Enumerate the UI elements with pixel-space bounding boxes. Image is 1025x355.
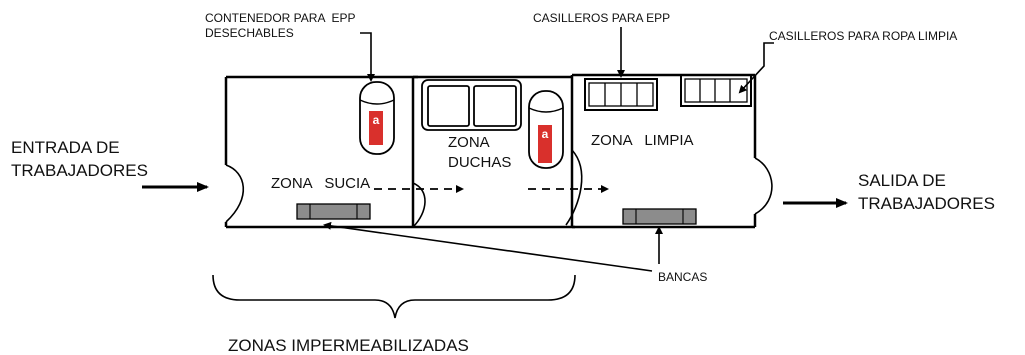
locker-icon bbox=[584, 78, 658, 111]
salida-line1: SALIDA DE bbox=[858, 171, 946, 190]
casilleros-ropa-label: CASILLEROS PARA ROPA LIMPIA bbox=[769, 29, 957, 43]
salida-label: SALIDA DE TRABAJADORES bbox=[858, 171, 995, 213]
bancas-label: BANCAS bbox=[658, 270, 707, 284]
waste-container-icon: a bbox=[359, 81, 395, 155]
callout-contenedor bbox=[360, 32, 375, 82]
callout-bancas bbox=[323, 221, 663, 272]
door-exit bbox=[754, 157, 773, 215]
door-sucia-duchas bbox=[412, 182, 426, 228]
casilleros-epp-label: CASILLEROS PARA EPP bbox=[533, 11, 670, 25]
zonas-impermeabilizadas-label: ZONAS IMPERMEABILIZADAS bbox=[228, 336, 469, 355]
shower-icon bbox=[421, 79, 522, 131]
salida-line2: TRABAJADORES bbox=[858, 194, 995, 213]
zonas-bracket bbox=[212, 274, 576, 319]
container-logo: a bbox=[542, 127, 549, 141]
zona-limpia-label: ZONA LIMPIA bbox=[591, 132, 694, 149]
zona-duchas-line1: ZONA bbox=[448, 134, 490, 151]
door-duchas-limpia bbox=[565, 149, 583, 226]
locker-icon bbox=[680, 74, 752, 107]
bench-icon bbox=[622, 208, 697, 225]
entrada-line2: TRABAJADORES bbox=[11, 161, 148, 180]
zona-sucia-label: ZONA SUCIA bbox=[271, 175, 370, 192]
entrada-line1: ENTRADA DE bbox=[11, 138, 120, 157]
contenedor-line1: CONTENEDOR PARA EPP bbox=[205, 11, 355, 25]
callout-casilleros-ropa bbox=[738, 42, 774, 94]
bench-icon bbox=[296, 203, 371, 220]
zona-duchas-line2: DUCHAS bbox=[448, 154, 511, 171]
container-logo: a bbox=[373, 113, 380, 127]
waste-container-icon: a bbox=[528, 90, 564, 169]
door-entry bbox=[225, 164, 245, 223]
contenedor-line2: DESECHABLES bbox=[205, 26, 294, 40]
building-outline bbox=[224, 73, 757, 229]
entrada-label: ENTRADA DE TRABAJADORES bbox=[11, 138, 148, 180]
